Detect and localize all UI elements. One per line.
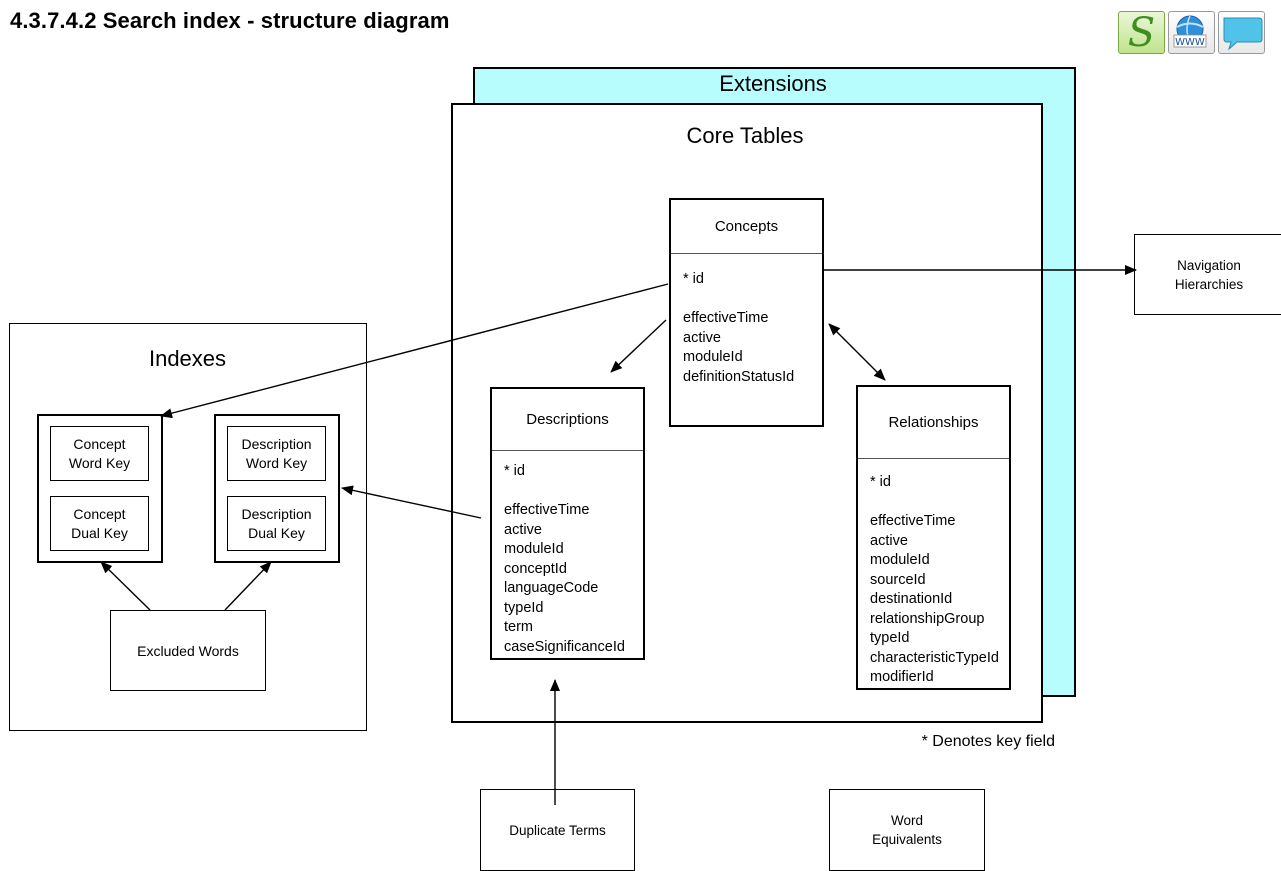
excluded-to-concept-keys-arrow [100, 561, 151, 611]
extensions-label: Extensions [719, 71, 827, 96]
relationships-field: typeId [870, 630, 910, 646]
concepts-table: Concepts * id effectiveTime active modul… [669, 198, 824, 427]
descriptions-field: caseSignificanceId [504, 638, 625, 655]
descriptions-to-description-keys-arrow [341, 485, 482, 519]
descriptions-field: languageCode [504, 580, 599, 596]
descriptions-table: Descriptions * id effectiveTime active m… [490, 387, 645, 660]
www-label: WWW [1175, 37, 1205, 48]
descriptions-field: moduleId [504, 541, 564, 557]
excluded-words-box: Excluded Words [110, 610, 266, 691]
concepts-to-concept-keys-arrow [160, 283, 669, 419]
relationships-field: modifierId [870, 669, 934, 685]
page-title: 4.3.7.4.2 Search index - structure diagr… [10, 8, 450, 33]
relationships-table-title: Relationships [858, 387, 1009, 459]
relationships-field: characteristicTypeId [870, 649, 999, 666]
descriptions-key-field: * id [504, 463, 525, 479]
www-globe-graphic: WWW [1173, 15, 1207, 48]
descriptions-field: typeId [504, 599, 544, 616]
concepts-field: active [683, 329, 721, 346]
concept-dual-key-box: Concept Dual Key [50, 496, 149, 551]
indexes-label: Indexes [148, 346, 227, 371]
navigation-hierarchies-box: Navigation Hierarchies [1134, 234, 1281, 315]
concepts-to-descriptions-arrow [610, 319, 667, 373]
relationships-field: moduleId [870, 552, 930, 568]
speech-bubble-graphic [1223, 17, 1263, 51]
concepts-table-title: Concepts [671, 200, 822, 254]
relationships-table: Relationships * id effectiveTime active … [856, 385, 1011, 690]
key-field-note: * Denotes key field [921, 733, 1055, 750]
concepts-field: effectiveTime [683, 310, 769, 326]
concepts-field: definitionStatusId [683, 368, 795, 385]
core-tables-label: Core Tables [686, 123, 804, 148]
relationships-field: relationshipGroup [870, 610, 985, 627]
concepts-relationships-arrow [828, 323, 886, 381]
descriptions-table-title: Descriptions [492, 389, 643, 451]
relationships-field: sourceId [870, 571, 926, 588]
descriptions-field: effectiveTime [504, 502, 590, 518]
snomed-s-icon[interactable]: S [1118, 10, 1165, 56]
concept-word-key-box: Concept Word Key [50, 426, 149, 481]
concepts-key-field: * id [683, 271, 704, 287]
descriptions-field: active [504, 521, 542, 538]
word-equivalents-box: Word Equivalents [829, 789, 985, 871]
relationships-field: active [870, 532, 908, 549]
www-globe-icon[interactable]: WWW [1168, 11, 1215, 54]
excluded-to-description-keys-arrow [224, 561, 272, 611]
concepts-field: moduleId [683, 349, 743, 365]
descriptions-field: term [504, 619, 533, 635]
speech-bubble-icon[interactable] [1218, 11, 1265, 54]
relationships-field: effectiveTime [870, 513, 956, 529]
description-word-key-box: Description Word Key [227, 426, 326, 481]
description-dual-key-box: Description Dual Key [227, 496, 326, 551]
snomed-s-letter: S [1127, 10, 1156, 56]
descriptions-field: conceptId [504, 560, 567, 577]
relationships-key-field: * id [870, 474, 891, 490]
relationships-field: destinationId [870, 591, 953, 607]
